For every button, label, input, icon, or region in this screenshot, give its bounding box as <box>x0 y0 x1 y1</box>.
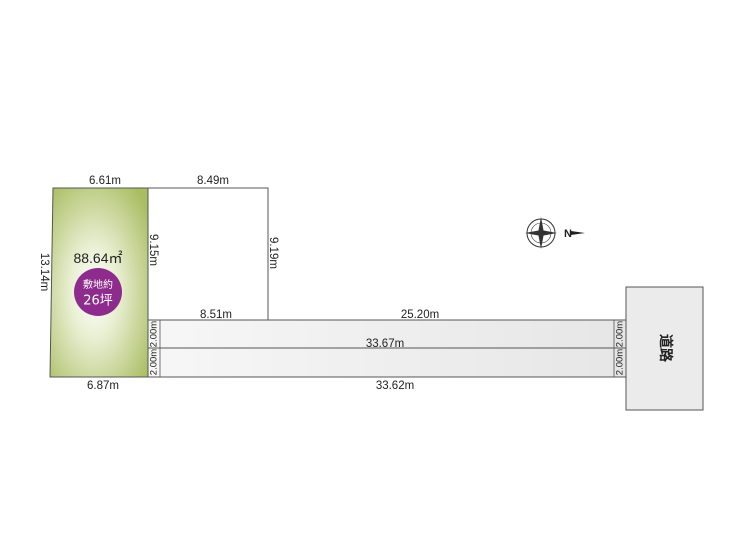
dim-plot-left: 13.14m <box>38 253 50 291</box>
dim-passage-lower-width-right: 2.00m <box>615 349 626 375</box>
plot-size-badge <box>74 268 122 316</box>
badge-line2: 26坪 <box>83 294 113 309</box>
dim-plot-bottom: 6.87m <box>87 380 119 392</box>
dim-neighbor-bottom: 8.51m <box>200 309 232 321</box>
dimension-labels: 6.61m 8.49m 13.14m 9.15m 9.19m 8.51m 25.… <box>38 175 626 392</box>
dim-plot-top: 6.61m <box>89 175 121 187</box>
badge-line1: 敷地約 <box>83 278 113 291</box>
subject-plot: 88.64㎡ 敷地約 26坪 <box>49 187 149 378</box>
access-passage <box>147 319 627 378</box>
dim-plot-right: 9.15m <box>147 234 159 266</box>
dim-passage-middle: 33.67m <box>366 338 404 350</box>
neighbor-lot <box>148 187 269 320</box>
road: 道路 <box>625 286 704 411</box>
dim-passage-bottom: 33.62m <box>376 380 414 392</box>
compass-icon: N <box>525 217 585 249</box>
plot-area-label: 88.64㎡ <box>73 250 122 266</box>
dim-passage-upper-top: 25.20m <box>401 309 439 321</box>
dim-passage-upper-width-left: 2.00m <box>149 321 160 347</box>
dim-passage-upper-width-right: 2.00m <box>615 321 626 347</box>
dim-passage-lower-width-left: 2.00m <box>149 349 160 375</box>
dim-neighbor-top: 8.49m <box>197 175 229 187</box>
compass-north-label: N <box>564 228 572 240</box>
north-arrow-icon <box>571 231 585 235</box>
dim-neighbor-right: 9.19m <box>267 237 279 269</box>
road-label: 道路 <box>657 334 674 363</box>
